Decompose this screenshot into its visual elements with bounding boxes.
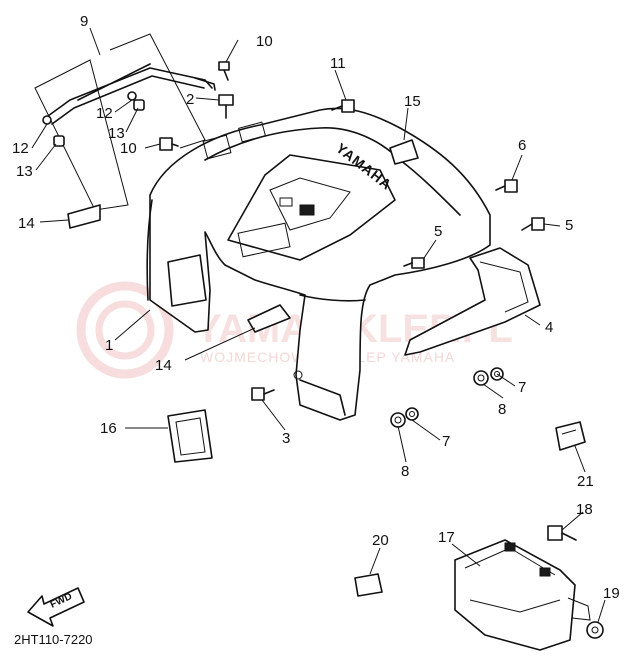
bolt-11 <box>331 99 355 113</box>
callout-10-lower: 10 <box>120 140 137 157</box>
bolt-10-upper <box>218 61 230 81</box>
callout-1: 1 <box>105 337 113 354</box>
callout-13-left: 13 <box>16 163 33 180</box>
leader-lines <box>31 27 606 623</box>
rear-fender-body: YAMAHA <box>146 107 491 421</box>
callout-17: 17 <box>438 529 455 546</box>
callout-5-right: 5 <box>565 217 573 234</box>
bolt-5-right <box>521 217 545 231</box>
callout-4: 4 <box>545 319 553 336</box>
callout-18: 18 <box>576 501 593 518</box>
rear-carrier-rails <box>34 33 216 211</box>
pad-20 <box>354 573 383 597</box>
bolt-5-center <box>403 257 425 269</box>
bolt-10-lower <box>159 137 179 151</box>
callout-7-upper: 7 <box>518 379 526 396</box>
callout-21: 21 <box>577 473 594 490</box>
callout-12-right: 12 <box>96 105 113 122</box>
clip-21 <box>555 421 586 451</box>
collar-8-lower <box>390 412 406 428</box>
callout-8-lower: 8 <box>401 463 409 480</box>
bolt-3 <box>251 387 275 401</box>
callout-7-lower: 7 <box>442 433 450 450</box>
collar-13-right <box>133 99 145 111</box>
callout-3: 3 <box>282 430 290 447</box>
callout-11: 11 <box>330 55 346 72</box>
bolt-2 <box>218 94 234 119</box>
collar-12-right <box>127 91 137 101</box>
callout-14-lower: 14 <box>155 357 172 374</box>
callout-9: 9 <box>80 13 88 30</box>
callout-10-upper: 10 <box>256 33 273 50</box>
callout-5-center: 5 <box>434 223 442 240</box>
callout-8-upper: 8 <box>498 401 506 418</box>
nut-7-lower <box>405 407 419 421</box>
collar-13-left <box>53 135 65 147</box>
callout-6: 6 <box>518 137 526 154</box>
collar-12-left <box>42 115 52 125</box>
callout-labels: 9 10 2 11 15 12 13 12 10 13 6 14 5 5 4 1… <box>12 13 620 602</box>
callout-14-upper: 14 <box>18 215 35 232</box>
nut-19 <box>586 621 604 639</box>
bolt-18 <box>547 525 577 541</box>
callout-19: 19 <box>603 585 620 602</box>
callout-2: 2 <box>186 91 194 108</box>
storage-case <box>454 539 591 651</box>
callout-15: 15 <box>404 93 421 110</box>
diagram-code: 2HT110-7220 <box>14 632 93 647</box>
caution-labels <box>67 139 419 333</box>
bolt-6 <box>495 179 518 193</box>
collar-8-upper <box>473 370 489 386</box>
callout-16: 16 <box>100 420 117 437</box>
mud-flap <box>167 409 213 463</box>
callout-12-left: 12 <box>12 140 29 157</box>
callout-20: 20 <box>372 532 389 549</box>
forward-arrow-icon: FWD <box>27 587 85 627</box>
side-flap <box>404 247 541 356</box>
callout-13-right: 13 <box>108 125 125 142</box>
